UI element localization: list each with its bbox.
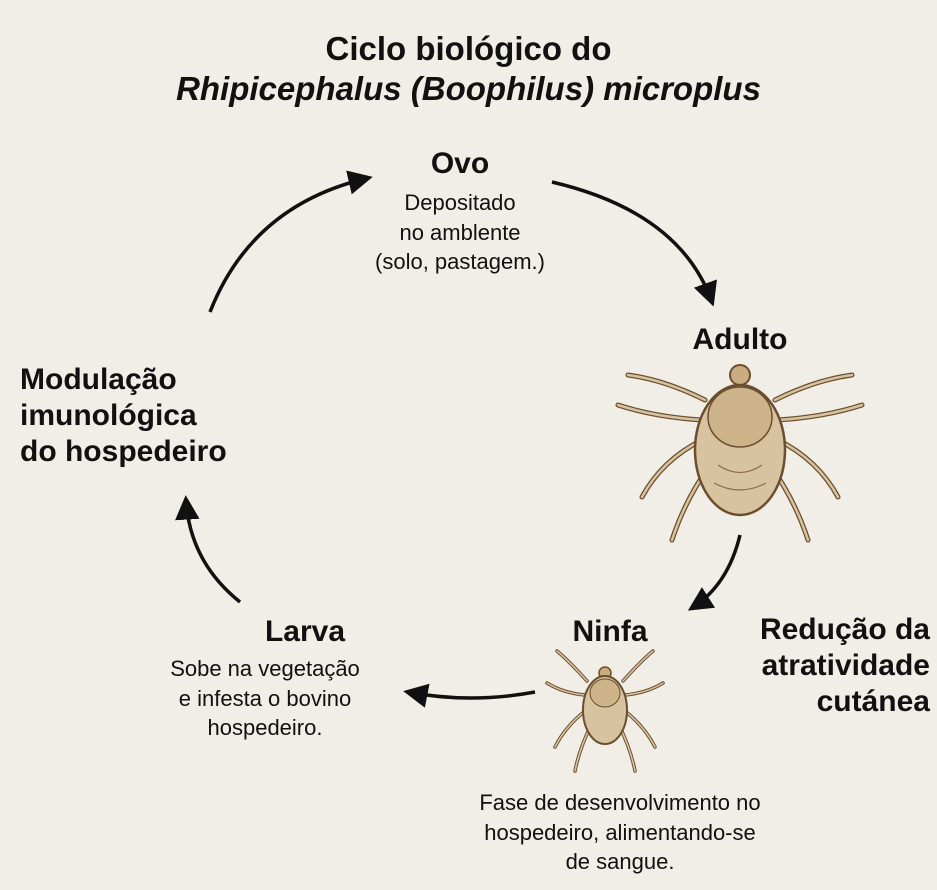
annotation-line: imunológica (20, 399, 197, 432)
stage-label-ninfa: Ninfa (572, 615, 648, 648)
annotation-line: Modulação (20, 363, 177, 396)
stage-desc-ovo-line: no amblente (399, 219, 521, 245)
stage-desc-larva-line: e infesta o bovino (178, 685, 352, 711)
stage-desc-larva-line: Sobe na vegetação (170, 656, 360, 681)
stage-label-larva: Larva (264, 615, 346, 648)
stage-desc-ovo-line: (solo, pastagem.) (375, 249, 545, 275)
cycle-arrow-ovo-to-adulto (551, 180, 717, 307)
stage-desc-ovo-line: Depositado (404, 190, 516, 215)
stage-desc-ninfa: Fase de desenvolvimento no hospedeiro, a… (400, 788, 840, 877)
annotation-immune-modulation: Modulação imunológica do hospedeiro (20, 362, 300, 470)
annotation-line: Redução da (759, 613, 930, 646)
cycle-arrow-ninfa-to-larva (403, 683, 536, 708)
annotation-line: cutánea (816, 685, 930, 718)
stage-desc-ninfa-line: Fase de desenvolvimento no (479, 790, 761, 815)
stage-label-ovo: Ovo (430, 147, 490, 180)
tick-nymph-icon (545, 649, 665, 773)
stage-label-adulto: Adulto (692, 323, 788, 356)
stage-desc-ovo: Depositado no amblente (solo, pastagem.) (310, 188, 610, 277)
cycle-arrow-larva-to-modulacao (175, 495, 242, 604)
diagram-subtitle: Rhipicephalus (Boophilus) microplus (176, 70, 761, 107)
cycle-arrow-adulto-to-ninfa (687, 534, 742, 611)
cycle-arrow-modulacao-to-ovo (208, 170, 373, 313)
stage-desc-ninfa-line: hospedeiro, alimentando-se (484, 819, 756, 845)
annotation-line: atratividade (761, 649, 930, 682)
stage-desc-larva: Sobe na vegetação e infesta o bovino hos… (130, 654, 400, 743)
stage-desc-larva-line: hospedeiro. (207, 715, 323, 741)
stage-desc-ninfa-line: de sangue. (565, 849, 675, 875)
tick-adult-icon (615, 364, 865, 543)
annotation-skin-attractiveness: Redução da atratividade cutánea (700, 612, 930, 720)
diagram-title: Ciclo biológico do (325, 30, 612, 67)
annotation-line: do hospedeiro (20, 435, 227, 468)
